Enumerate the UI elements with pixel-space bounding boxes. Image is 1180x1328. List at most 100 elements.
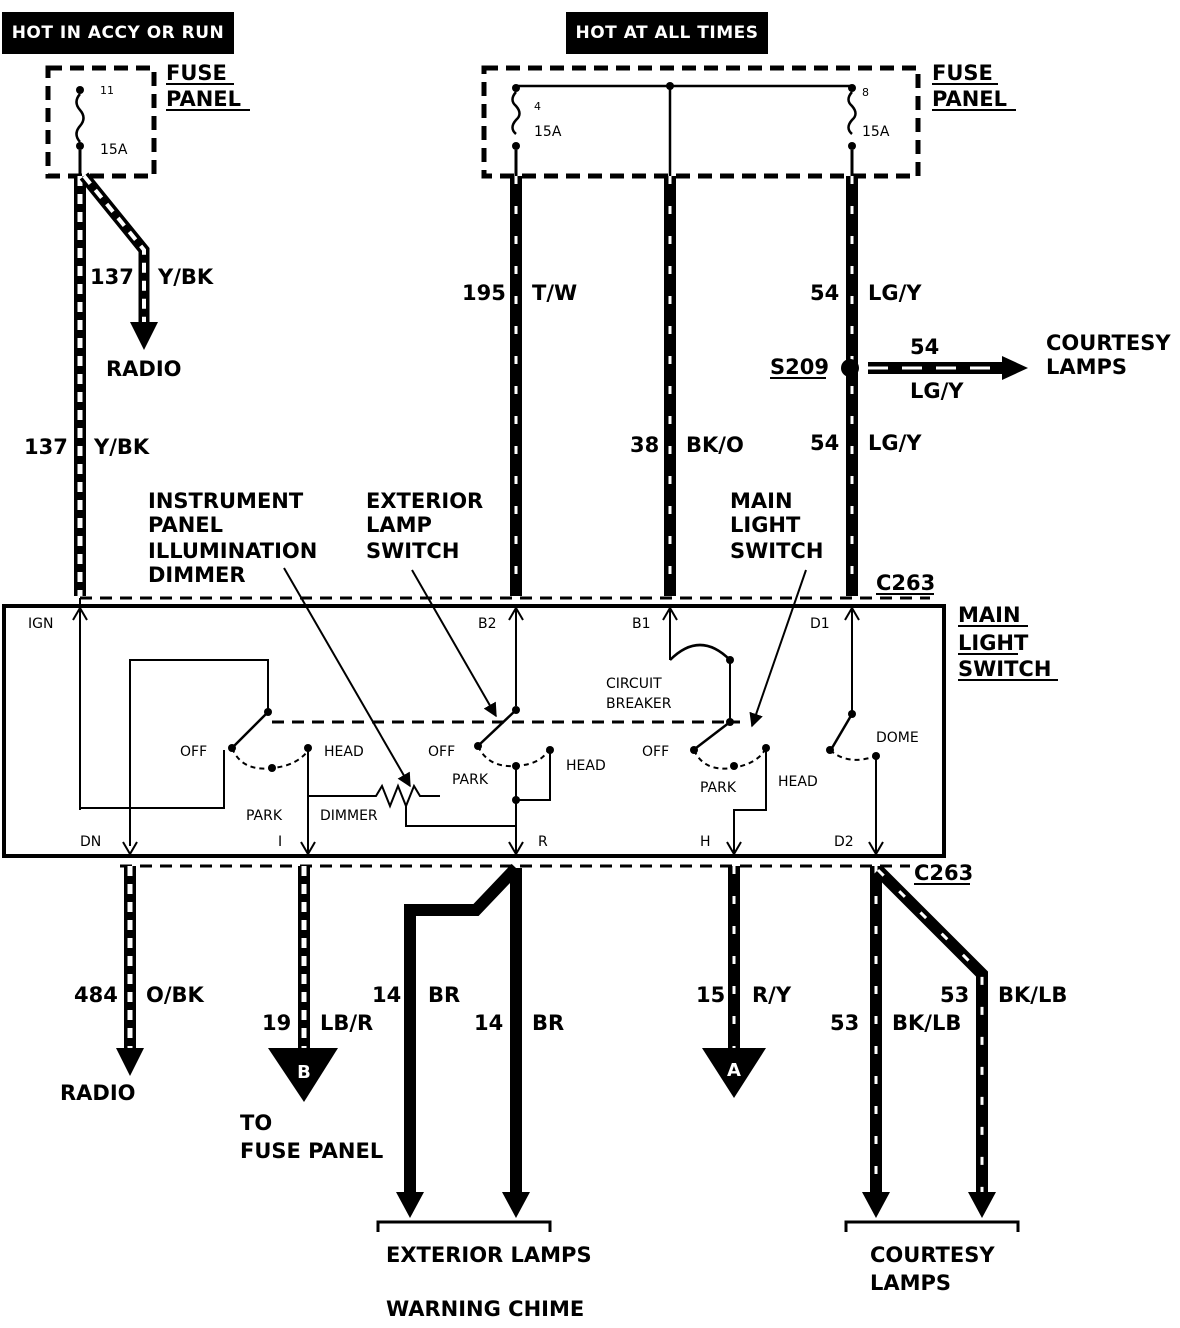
- svg-text:HEAD: HEAD: [324, 744, 364, 760]
- radio-bottom-label: RADIO: [60, 1081, 136, 1105]
- wire-38-circuit: 38: [630, 433, 659, 457]
- wire-14-b-color: BR: [532, 1011, 564, 1035]
- svg-text:EXTERIOR: EXTERIOR: [366, 489, 483, 513]
- fuse-panel-left-label-1: FUSE: [166, 61, 227, 85]
- connector-a-triangle: [702, 1048, 766, 1098]
- connector-c263-top-label: C263: [876, 571, 935, 595]
- fuse-8-number: 8: [862, 86, 869, 99]
- svg-text:LAMP: LAMP: [366, 513, 432, 537]
- wire-15-circuit: 15: [696, 983, 725, 1007]
- to-fuse-label-2: FUSE PANEL: [240, 1139, 383, 1163]
- svg-text:PANEL: PANEL: [148, 513, 223, 537]
- fuse-panel-left-label-2: PANEL: [166, 87, 241, 111]
- wire-53-a-color: BK/LB: [892, 1011, 961, 1035]
- connector-b-label: B: [297, 1062, 311, 1083]
- svg-text:BREAKER: BREAKER: [606, 696, 672, 712]
- header-hot-in-accy-or-run: HOT IN ACCY OR RUN: [2, 12, 234, 54]
- connector-c263-bottom-label: C263: [914, 861, 973, 885]
- svg-text:PARK: PARK: [452, 772, 489, 788]
- wire-54-upper-circuit: 54: [810, 281, 839, 305]
- wire-19-color: LB/R: [320, 1011, 373, 1035]
- wire-137-lower-circuit: 137: [24, 435, 68, 459]
- courtesy-top-label-2: LAMPS: [1046, 355, 1127, 379]
- wire-54-branch-color: LG/Y: [910, 379, 964, 403]
- svg-text:I: I: [278, 834, 282, 850]
- svg-text:DIMMER: DIMMER: [320, 808, 378, 824]
- wire-14-a-circuit: 14: [372, 983, 401, 1007]
- wire-195-color: T/W: [532, 281, 577, 305]
- wire-484-color: O/BK: [146, 983, 205, 1007]
- callout-ip-dimmer: INSTRUMENT PANEL ILLUMINATION DIMMER: [148, 489, 411, 788]
- fuse-panel-right-label-1: FUSE: [932, 61, 993, 85]
- wire-53-a-circuit: 53: [830, 1011, 859, 1035]
- wire-137-upper-color: Y/BK: [157, 265, 214, 289]
- wire-19-circuit: 19: [262, 1011, 291, 1035]
- wire-54-upper-color: LG/Y: [868, 281, 922, 305]
- wire-14-a: [396, 863, 521, 1218]
- svg-text:CIRCUIT: CIRCUIT: [606, 676, 662, 692]
- svg-text:R: R: [538, 834, 548, 850]
- wire-195-circuit: 195: [462, 281, 506, 305]
- header-hot-at-all-times: HOT AT ALL TIMES: [566, 12, 768, 54]
- svg-text:OFF: OFF: [428, 744, 455, 760]
- wire-53-b: [873, 865, 996, 1218]
- svg-text:DOME: DOME: [876, 730, 919, 746]
- callout-exterior-lamp-switch: EXTERIOR LAMP SWITCH: [366, 489, 497, 718]
- svg-text:D1: D1: [810, 616, 830, 632]
- wire-14-a-color: BR: [428, 983, 460, 1007]
- wire-54-lower-circuit: 54: [810, 431, 839, 455]
- wire-484-circuit: 484: [74, 983, 118, 1007]
- fuse-panel-left: 11 15A FUSE PANEL: [45, 61, 250, 179]
- svg-text:SWITCH: SWITCH: [366, 539, 459, 563]
- fuse-11-rating: 15A: [100, 142, 128, 158]
- wire-15: [702, 866, 766, 1098]
- svg-text:OFF: OFF: [180, 744, 207, 760]
- svg-text:MAIN: MAIN: [730, 489, 793, 513]
- connector-a-label: A: [727, 1060, 741, 1081]
- fuse-4-rating: 15A: [534, 124, 562, 140]
- wire-53-b-circuit: 53: [940, 983, 969, 1007]
- svg-text:SWITCH: SWITCH: [958, 657, 1051, 681]
- radio-top-label: RADIO: [106, 357, 182, 381]
- svg-text:PARK: PARK: [700, 780, 737, 796]
- svg-text:LIGHT: LIGHT: [730, 513, 801, 537]
- wire-19: [268, 866, 338, 1102]
- wire-137-to-radio: [79, 172, 158, 350]
- fuse-panel-right-label-2: PANEL: [932, 87, 1007, 111]
- wire-38-color: BK/O: [686, 433, 744, 457]
- to-fuse-label-1: TO: [240, 1111, 272, 1135]
- fuse-8-rating: 15A: [862, 124, 890, 140]
- svg-text:D2: D2: [834, 834, 854, 850]
- wire-14-b: [502, 868, 530, 1218]
- courtesy-bottom-label-2: LAMPS: [870, 1271, 951, 1295]
- wire-53-a: [862, 866, 890, 1218]
- svg-text:DN: DN: [80, 834, 101, 850]
- wire-484: [116, 866, 144, 1076]
- fuse-4-number: 4: [534, 100, 541, 113]
- svg-text:LIGHT: LIGHT: [958, 631, 1029, 655]
- wire-53-b-color: BK/LB: [998, 983, 1067, 1007]
- svg-text:OFF: OFF: [642, 744, 669, 760]
- wire-54-lower-color: LG/Y: [868, 431, 922, 455]
- svg-text:HEAD: HEAD: [778, 774, 818, 790]
- warning-chime-label: WARNING CHIME: [386, 1297, 584, 1321]
- svg-text:SWITCH: SWITCH: [730, 539, 823, 563]
- connector-b-triangle: [268, 1048, 338, 1102]
- courtesy-lamps-bracket: [844, 1220, 1020, 1232]
- splice-s209-dot: [841, 359, 859, 377]
- exterior-lamps-bracket: [376, 1220, 552, 1232]
- svg-text:ILLUMINATION: ILLUMINATION: [148, 539, 317, 563]
- fuse-11-number: 11: [100, 84, 114, 97]
- fuse-panel-right: 4 15A 8 15A FUSE PANEL: [481, 61, 1016, 179]
- svg-text:IGN: IGN: [28, 616, 53, 632]
- main-light-switch-box: IGN B2 B1 D1 OFF HEAD PARK DIMMER OFF HE…: [2, 598, 1058, 858]
- courtesy-top-label-1: COURTESY: [1046, 331, 1171, 355]
- svg-text:HEAD: HEAD: [566, 758, 606, 774]
- svg-text:PARK: PARK: [246, 808, 283, 824]
- wire-15-color: R/Y: [752, 983, 792, 1007]
- exterior-lamps-label: EXTERIOR LAMPS: [386, 1243, 592, 1267]
- wire-14-b-circuit: 14: [474, 1011, 503, 1035]
- wire-137-upper-circuit: 137: [90, 265, 134, 289]
- svg-text:B1: B1: [632, 616, 651, 632]
